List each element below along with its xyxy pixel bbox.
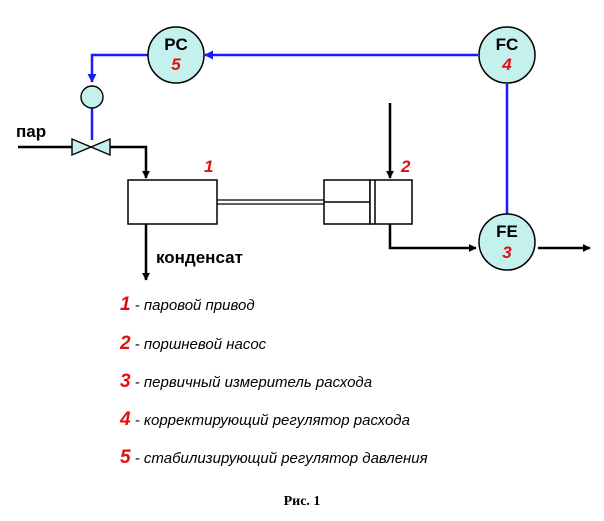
legend-num: 3 bbox=[120, 371, 131, 392]
legend-num: 1 bbox=[120, 294, 131, 315]
steam-to-drive-line bbox=[110, 145, 150, 179]
legend-text: - стабилизирующий регулятор давления bbox=[131, 450, 428, 467]
pump-tag: 2 bbox=[400, 157, 411, 176]
legend-item: 4 - корректирующий регулятор расхода bbox=[119, 409, 410, 430]
legend-num: 4 bbox=[119, 409, 131, 430]
fe-bubble bbox=[478, 213, 536, 271]
fc-bubble bbox=[478, 26, 536, 84]
valve-actuator bbox=[80, 85, 104, 109]
control-valve bbox=[71, 137, 111, 157]
condensate-label: конденсат bbox=[156, 248, 243, 267]
signal-pc-to-actuator bbox=[87, 53, 148, 83]
drive-shaft bbox=[217, 199, 324, 205]
legend-item: 2 - поршневой насос bbox=[119, 333, 267, 354]
fc-number: 4 bbox=[501, 55, 512, 74]
fc-code: FC bbox=[496, 35, 519, 54]
figure-caption: Рис. 1 bbox=[284, 494, 321, 509]
piston-pump bbox=[323, 179, 413, 225]
legend-num: 5 bbox=[120, 447, 131, 468]
legend-text: - первичный измеритель расхода bbox=[131, 374, 372, 391]
legend-item: 3 - первичный измеритель расхода bbox=[120, 371, 372, 392]
legend-text: - поршневой насос bbox=[131, 336, 267, 353]
pc-code: PC bbox=[164, 35, 188, 54]
legend-num: 2 bbox=[119, 333, 131, 354]
legend-text: - корректирующий регулятор расхода bbox=[131, 412, 410, 429]
legend-item: 1 - паровой привод bbox=[120, 294, 255, 315]
process-lines bbox=[18, 103, 591, 281]
steam-drive bbox=[127, 179, 218, 225]
fe-number: 3 bbox=[502, 243, 512, 262]
legend: 1 - паровой привод 2 - поршневой насос 3… bbox=[119, 294, 428, 468]
legend-item: 5 - стабилизирующий регулятор давления bbox=[120, 447, 428, 468]
fe-code: FE bbox=[496, 222, 518, 241]
pc-bubble bbox=[147, 26, 205, 84]
drive-tag: 1 bbox=[204, 157, 213, 176]
pc-number: 5 bbox=[171, 55, 181, 74]
steam-label: пар bbox=[16, 122, 46, 141]
legend-text: - паровой привод bbox=[131, 297, 255, 314]
signal-lines bbox=[87, 50, 509, 214]
pump-to-fe-line bbox=[388, 224, 477, 252]
